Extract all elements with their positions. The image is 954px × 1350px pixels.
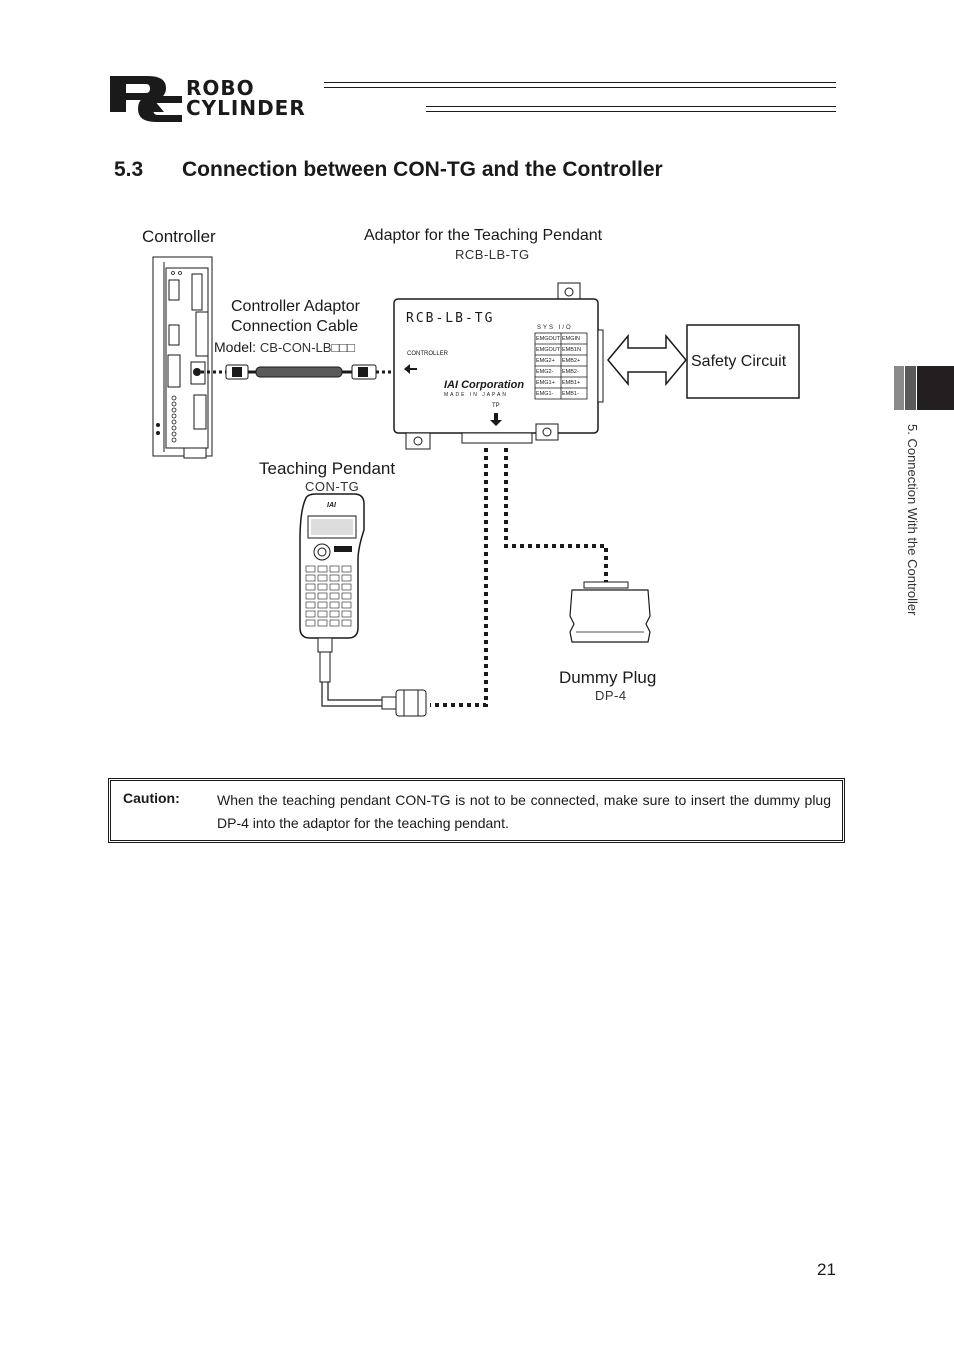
cable-model-line: Model: CB-CON-LB□□□ — [214, 339, 355, 355]
caution-text: When the teaching pendant CON-TG is not … — [217, 792, 831, 831]
adaptor-port-tp: TP — [492, 403, 500, 409]
pendant-brand: IAI — [327, 502, 336, 509]
terminal-label: EMG1+ — [536, 380, 555, 386]
adaptor-brand: IAI Corporation — [444, 379, 525, 391]
pendant-label: Teaching Pendant — [259, 459, 396, 478]
terminal-label: EMG1- — [536, 391, 554, 397]
terminal-label: EMB1+ — [562, 380, 581, 386]
header-rule-bottom-2 — [426, 111, 836, 112]
cable-model-prefix: Model: — [214, 339, 257, 355]
chapter-tab-shade-light — [894, 366, 904, 410]
terminal-column-left: EMGOUT EMGOUT EMG2+ EMG2- EMG1+ EMG1- — [536, 334, 561, 400]
terminal-label: EMGIN — [562, 336, 581, 342]
controller-unit — [152, 256, 213, 459]
cable-model: CB-CON-LB□□□ — [259, 340, 355, 355]
terminal-label: EMGOUT — [536, 336, 561, 342]
header-rule-top-2 — [324, 87, 836, 88]
caution-label: Caution: — [123, 790, 180, 806]
terminal-label: EMB2+ — [562, 358, 581, 364]
rc-logo-mark — [108, 72, 184, 124]
adaptor-cable — [225, 364, 377, 380]
dummy-plug-label: Dummy Plug — [559, 668, 657, 687]
terminal-label: EMGOUT — [536, 347, 561, 353]
header-rule-bottom-1 — [426, 106, 836, 107]
safety-circuit-label: Safety Circuit — [691, 353, 787, 370]
chapter-side-label: 5. Connection With the Controller — [905, 424, 920, 616]
chapter-tab-shade-mid — [905, 366, 916, 410]
terminal-label: EMG2- — [536, 369, 554, 375]
cable-label-line1: Controller Adaptor — [231, 298, 360, 315]
terminal-label: EMG2+ — [536, 358, 555, 364]
adaptor-model: RCB-LB-TG — [455, 247, 530, 262]
bidirectional-arrow — [607, 333, 687, 387]
pendant-model: CON-TG — [305, 479, 360, 494]
caution-box: Caution: When the teaching pendant CON-T… — [108, 778, 845, 843]
header-rule-top-1 — [324, 82, 836, 83]
teaching-pendant — [299, 493, 427, 717]
controller-label: Controller — [142, 227, 216, 246]
adaptor-made-in: MADE IN JAPAN — [444, 392, 508, 398]
terminal-label: EMB1N — [562, 347, 581, 353]
terminal-label: EMB1- — [562, 391, 579, 397]
section-number: 5.3 — [114, 158, 144, 181]
chapter-tab-marker — [917, 366, 954, 410]
dummy-plug-model: DP-4 — [595, 688, 627, 703]
section-heading: 5.3 Connection between CON-TG and the Con… — [114, 158, 663, 182]
logo-cylinder: CYLINDER — [186, 96, 306, 120]
cable-label-line2: Connection Cable — [231, 318, 359, 335]
terminal-column-right: EMGIN EMB1N EMB2+ EMB2- EMB1+ EMB1- — [562, 334, 587, 400]
page-number: 21 — [817, 1260, 836, 1279]
logo-robo: ROBO — [186, 76, 255, 100]
adaptor-box — [393, 282, 604, 450]
adaptor-sys-io: SYS I/O — [537, 325, 573, 331]
safety-circuit-box — [686, 324, 800, 399]
connection-diagram — [152, 256, 800, 717]
section-title: Connection between CON-TG and the Contro… — [182, 158, 663, 181]
adaptor-box-name: RCB-LB-TG — [406, 311, 495, 326]
adaptor-label: Adaptor for the Teaching Pendant — [364, 227, 603, 244]
adaptor-port-controller: CONTROLLER — [407, 351, 449, 357]
dummy-plug — [569, 581, 651, 643]
terminal-label: EMB2- — [562, 369, 579, 375]
